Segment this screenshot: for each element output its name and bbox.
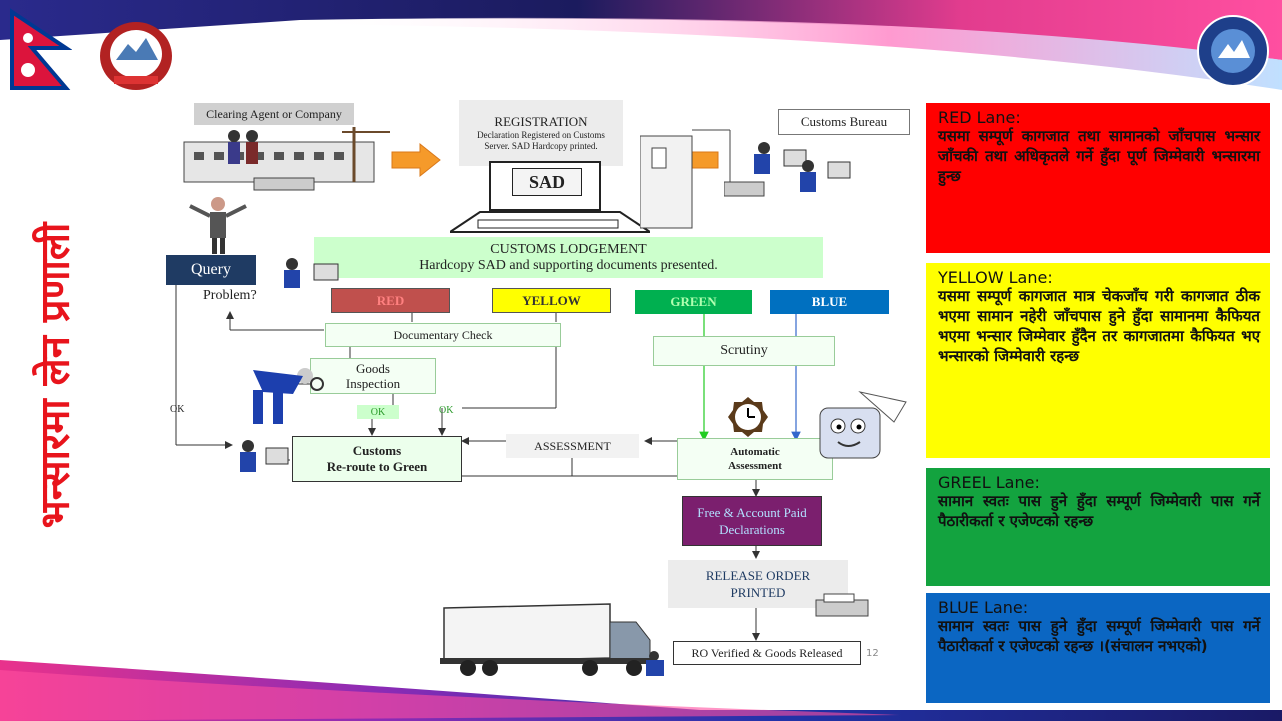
- registration-box: REGISTRATION Declaration Registered on C…: [459, 100, 623, 166]
- confused-man-illustration: [189, 197, 247, 254]
- customs-reroute-box: Customs Re-route to Green: [292, 436, 462, 482]
- inspector-illustration: [253, 368, 324, 424]
- bureau-workers-illustration: [724, 142, 851, 197]
- problem-label: Problem?: [203, 288, 257, 303]
- yellow-lane-panel: YELLOW Lane: यसमा सम्पूर्ण कागजात मात्र …: [926, 263, 1270, 458]
- query-operator-illustration: [284, 258, 339, 288]
- top-decoration: [0, 0, 1282, 90]
- customs-reroute-line1: Customs: [352, 443, 402, 458]
- query-button[interactable]: Query: [166, 255, 256, 285]
- assessment-box: ASSESSMENT: [506, 434, 639, 458]
- lodgement-title: CUSTOMS LODGEMENT: [490, 241, 647, 257]
- truck-illustration: [440, 603, 664, 676]
- clearing-agent-label: Clearing Agent or Company: [194, 103, 354, 125]
- green-lane-box: GREEN: [635, 290, 752, 314]
- red-lane-body: यसमा सम्पूर्ण कागजात तथा सामानको जाँचपास…: [938, 127, 1260, 185]
- red-lane-title: RED Lane:: [938, 108, 1021, 127]
- reroute-operator-illustration: [240, 440, 289, 472]
- printer-icon: [815, 593, 869, 617]
- printer-mascot-illustration: [819, 391, 907, 459]
- blue-lane-body: सामान स्वतः पास हुने हुँदा सम्पूर्ण जिम्…: [938, 617, 1260, 655]
- red-lane-panel: RED Lane: यसमा सम्पूर्ण कागजात तथा सामान…: [926, 103, 1270, 253]
- customs-reroute-line2: Re-route to Green: [326, 459, 428, 474]
- blue-lane-title: BLUE Lane:: [938, 598, 1029, 617]
- registration-title: REGISTRATION: [494, 114, 588, 129]
- green-lane-panel: GREEL Lane: सामान स्वतः पास हुने हुँदा स…: [926, 468, 1270, 586]
- free-account-box: Free & Account Paid Declarations: [682, 496, 822, 546]
- yellow-lane-box: YELLOW: [492, 288, 611, 313]
- customs-lodgement-box: CUSTOMS LODGEMENT Hardcopy SAD and suppo…: [314, 237, 823, 278]
- bottom-decoration: [0, 660, 1282, 721]
- customs-logo-icon: [1197, 15, 1269, 87]
- goods-inspection-box: Goods Inspection: [310, 358, 436, 394]
- ok-left-label: OK: [170, 404, 185, 415]
- lodgement-desc: Hardcopy SAD and supporting documents pr…: [419, 257, 718, 273]
- green-lane-title: GREEL Lane:: [938, 473, 1040, 492]
- documentary-check-box: Documentary Check: [325, 323, 561, 347]
- nepal-flag-icon: [10, 8, 72, 90]
- factory-illustration: [183, 127, 390, 191]
- automatic-assessment-box: Automatic Assessment: [677, 438, 833, 480]
- page-number: 12: [866, 648, 879, 659]
- customs-bureau-label: Customs Bureau: [778, 109, 910, 135]
- red-lane-box: RED: [331, 288, 450, 313]
- scrutiny-box: Scrutiny: [653, 336, 835, 366]
- yellow-lane-title: YELLOW Lane:: [938, 268, 1053, 287]
- blue-lane-box: BLUE: [770, 290, 889, 314]
- green-lane-body: सामान स्वतः पास हुने हुँदा सम्पूर्ण जिम्…: [938, 492, 1260, 530]
- server-cabinet-illustration: [640, 129, 731, 229]
- yellow-lane-body: यसमा सम्पूर्ण कागजात मात्र चेकजाँच गरी क…: [938, 287, 1260, 365]
- ok-badge-1: OK: [357, 405, 399, 419]
- government-emblem-icon: [100, 22, 172, 90]
- ok-label-2: OK: [439, 405, 454, 416]
- blue-lane-panel: BLUE Lane: सामान स्वतः पास हुने हुँदा सम…: [926, 593, 1270, 703]
- flow-connectors: [175, 142, 801, 641]
- ro-verified-box: RO Verified & Goods Released: [673, 641, 861, 665]
- clock-icon: [728, 397, 768, 437]
- registration-desc: Declaration Registered on Customs Server…: [477, 130, 605, 151]
- sad-document: SAD: [512, 168, 582, 196]
